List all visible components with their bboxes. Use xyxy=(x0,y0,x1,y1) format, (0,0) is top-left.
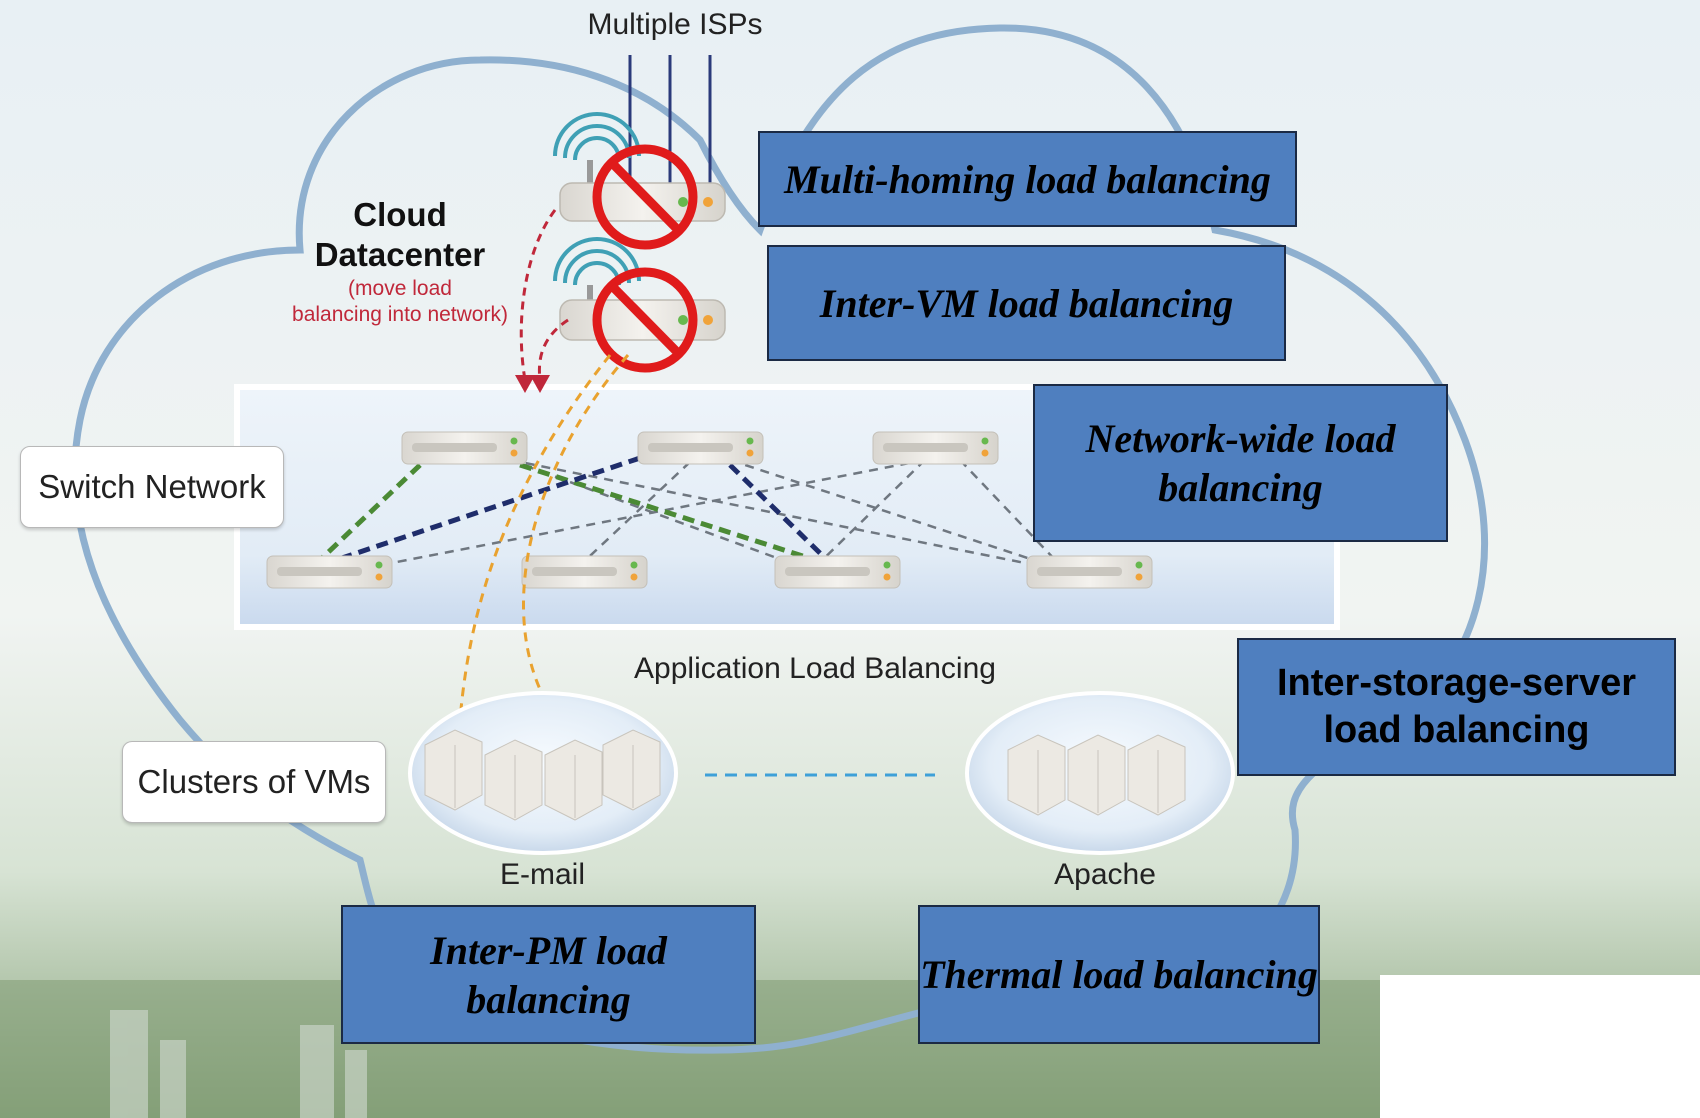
server-icon xyxy=(544,739,603,821)
switch-icon xyxy=(401,431,528,465)
thermal-box: Thermal load balancing xyxy=(918,905,1320,1044)
server-icon xyxy=(1067,734,1126,816)
inter-pm-box: Inter-PM load balancing xyxy=(341,905,756,1044)
inter-pm-text: Inter-PM load balancing xyxy=(430,927,667,1022)
inter-storage-box: Inter-storage-server load balancing xyxy=(1237,638,1676,776)
multi-homing-box: Multi-homing load balancing xyxy=(758,131,1297,227)
server-icon xyxy=(1127,734,1186,816)
switch-icon xyxy=(266,555,393,589)
cloud-title-line1: Cloud xyxy=(353,196,447,233)
switch-icon xyxy=(1026,555,1153,589)
clusters-label: Clusters of VMs xyxy=(122,741,386,823)
server-icon xyxy=(602,729,661,811)
network-wide-text-line2: balancing xyxy=(1158,465,1323,510)
thermal-text: Thermal load balancing xyxy=(920,952,1318,997)
cloud-note-line1: (move load xyxy=(348,277,452,300)
isp-label: Multiple ISPs xyxy=(587,8,763,41)
switch-icon xyxy=(872,431,999,465)
no-entry-icon xyxy=(592,144,698,250)
inter-storage-text-line2: load balancing xyxy=(1323,709,1590,751)
switch-icon xyxy=(774,555,901,589)
server-icon xyxy=(1007,734,1066,816)
inter-vm-box: Inter-VM load balancing xyxy=(767,245,1286,361)
no-entry-icon xyxy=(592,267,698,373)
inter-vm-text: Inter-VM load balancing xyxy=(819,280,1234,326)
network-wide-text-line1: Network-wide load xyxy=(1085,416,1396,461)
switch-icon xyxy=(637,431,764,465)
cloud-title-line2: Datacenter xyxy=(314,236,486,273)
server-icon xyxy=(484,739,543,821)
network-wide-box: Network-wide load balancing xyxy=(1033,384,1448,542)
switch-network-label: Switch Network xyxy=(20,446,284,528)
switch-icon xyxy=(521,555,648,589)
cloud-note-line2: balancing into network) xyxy=(292,303,508,326)
email-label: E-mail xyxy=(499,858,585,891)
server-icon xyxy=(424,729,483,811)
inter-storage-text-line1: Inter-storage-server xyxy=(1276,662,1637,704)
app-lb-label: Application Load Balancing xyxy=(634,652,996,685)
apache-label: Apache xyxy=(1054,858,1156,891)
multi-homing-text: Multi-homing load balancing xyxy=(784,156,1271,202)
